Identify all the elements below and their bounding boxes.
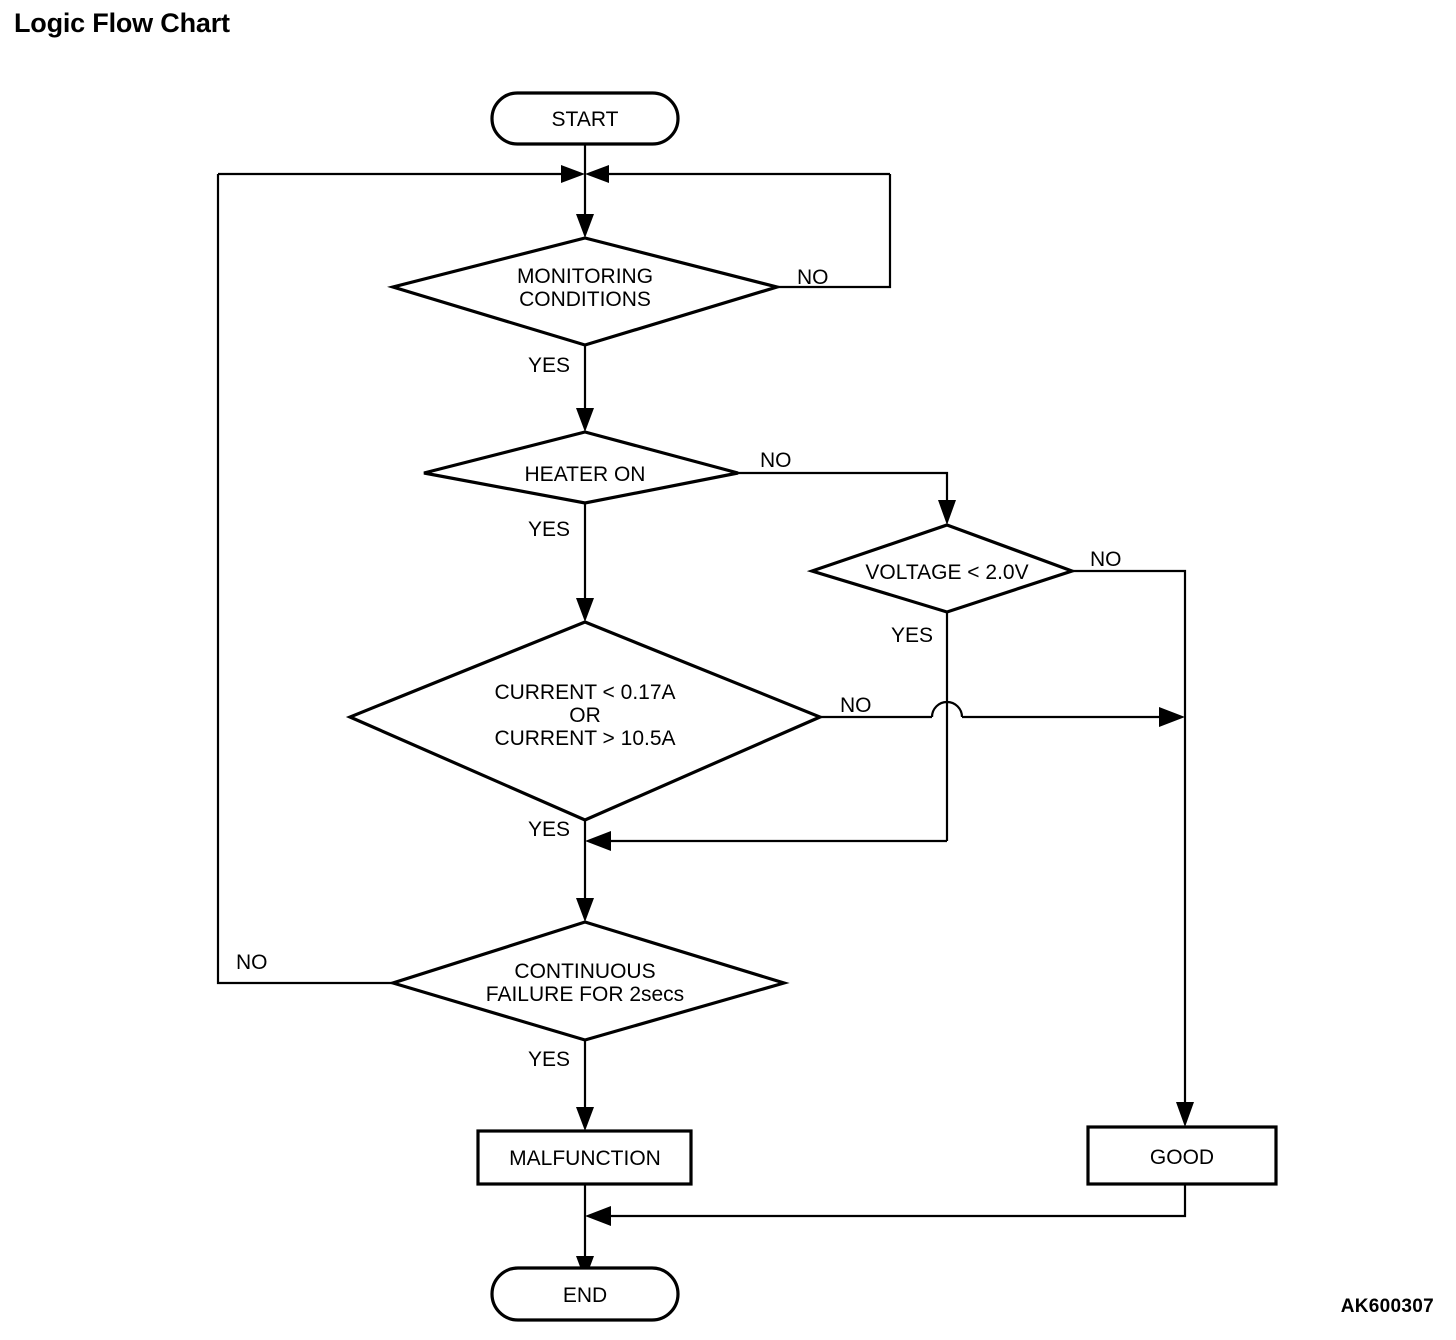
arrowhead-merge-end-line: [585, 1206, 611, 1226]
good-label: GOOD: [1150, 1146, 1214, 1169]
continuous-label-line2: FAILURE FOR 2secs: [486, 983, 684, 1006]
current-yes-label: YES: [528, 818, 570, 841]
node-voltage-check[interactable]: VOLTAGE < 2.0V: [806, 523, 1077, 614]
monitoring-shape: [387, 236, 783, 347]
arrowhead-into-continuous: [576, 898, 594, 922]
heater-no-label: NO: [760, 449, 792, 472]
voltage-label: VOLTAGE < 2.0V: [865, 561, 1028, 584]
page-title: Logic Flow Chart: [14, 8, 230, 38]
voltage-yes-label: YES: [891, 624, 933, 647]
node-heater-on[interactable]: HEATER ON: [423, 430, 739, 505]
arrowhead-into-malfunction: [576, 1107, 594, 1131]
current-label-line2: OR: [569, 704, 601, 727]
malfunction-shape: [476, 1129, 693, 1186]
monitoring-no-label: NO: [797, 266, 829, 289]
current-label-line1: CURRENT < 0.17A: [494, 681, 675, 704]
edge-good-to-end: [597, 1184, 1187, 1218]
node-continuous-failure[interactable]: CONTINUOUS FAILURE FOR 2secs: [387, 920, 790, 1042]
start-shape: [490, 91, 680, 146]
current-shape: [345, 620, 825, 822]
start-label: START: [552, 108, 619, 131]
connectors: [216, 144, 1194, 1280]
edge-heater-no: [738, 471, 949, 510]
monitoring-label-line2: CONDITIONS: [519, 288, 651, 311]
heater-shape: [423, 430, 739, 505]
arrowhead-into-current: [576, 598, 594, 622]
node-monitoring-conditions[interactable]: MONITORING CONDITIONS: [387, 236, 783, 347]
arrowhead-into-good: [1176, 1102, 1194, 1127]
edge-continuous-no: [216, 174, 393, 985]
continuous-yes-label: YES: [528, 1048, 570, 1071]
arrowhead-into-voltage: [938, 500, 956, 525]
heater-label: HEATER ON: [525, 463, 646, 486]
voltage-shape: [806, 523, 1077, 614]
good-shape: [1086, 1125, 1278, 1186]
voltage-no-label: NO: [1090, 548, 1122, 571]
monitoring-label-line1: MONITORING: [517, 265, 653, 288]
current-no-label: NO: [840, 694, 872, 717]
arrowhead-loopback-left-merge: [561, 165, 585, 183]
continuous-shape: [387, 920, 790, 1042]
monitoring-yes-label: YES: [528, 354, 570, 377]
continuous-no-label: NO: [236, 951, 268, 974]
heater-yes-label: YES: [528, 518, 570, 541]
node-malfunction[interactable]: MALFUNCTION: [476, 1129, 693, 1186]
node-good[interactable]: GOOD: [1086, 1125, 1278, 1186]
node-start[interactable]: START: [490, 91, 680, 146]
edge-monitoring-no: [777, 174, 892, 289]
arrowhead-into-heater: [576, 408, 594, 432]
edge-voltage-no: [1072, 569, 1187, 1112]
end-shape: [490, 1266, 680, 1322]
continuous-label-line1: CONTINUOUS: [514, 960, 655, 983]
malfunction-label: MALFUNCTION: [509, 1147, 661, 1170]
arrowhead-loopback-right-merge: [585, 165, 609, 183]
end-label: END: [563, 1284, 607, 1307]
line-hop-arc: [930, 700, 964, 718]
arrowhead-merge-current-yes: [585, 831, 611, 851]
reference-code: AK600307: [1340, 1296, 1434, 1317]
arrowhead-current-no-into-good-line: [1159, 707, 1185, 727]
arrowhead-into-monitoring: [576, 214, 594, 238]
current-label-line3: CURRENT > 10.5A: [494, 727, 675, 750]
node-current-check[interactable]: CURRENT < 0.17A OR CURRENT > 10.5A: [345, 620, 825, 822]
node-end[interactable]: END: [490, 1266, 680, 1322]
